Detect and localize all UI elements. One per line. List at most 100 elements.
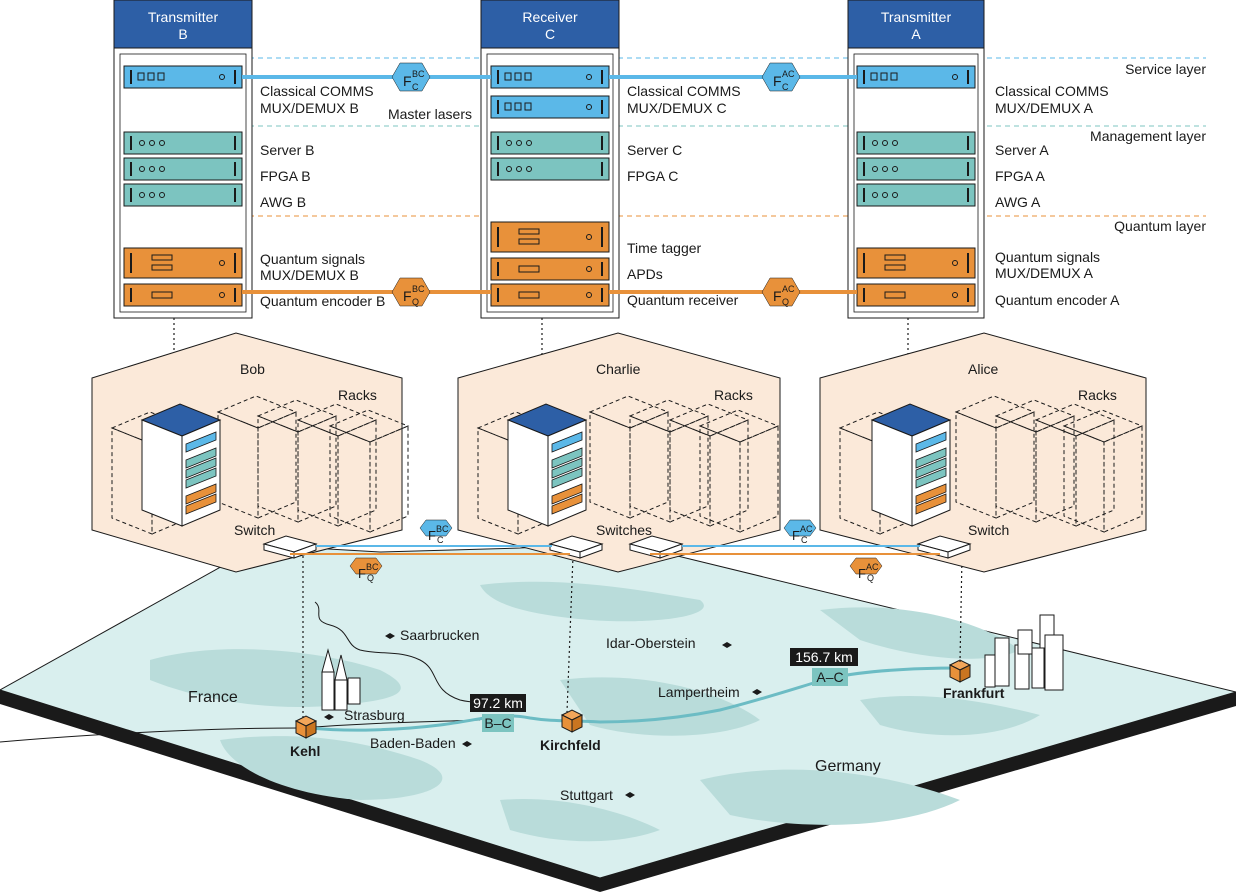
rack-b-letter: B (178, 26, 187, 42)
frankfurt-node-icon (949, 659, 971, 683)
rack-a-comms-label-1: Classical COMMS (995, 83, 1109, 99)
service-layer-label: Service layer (1125, 61, 1206, 77)
svg-text:C: C (782, 82, 789, 92)
rack-a-qsig-label-2: MUX/DEMUX A (995, 265, 1094, 281)
site-charlie: Charlie Racks Switches (457, 332, 781, 573)
svg-text:BC: BC (412, 284, 425, 294)
site-bob-switch-label: Switch (234, 522, 275, 538)
rack-a-labels: Classical COMMS MUX/DEMUX A Server A FPG… (995, 83, 1120, 308)
rack-a-fpga-label: FPGA A (995, 168, 1045, 184)
svg-text:Q: Q (367, 573, 374, 583)
svg-text:F: F (773, 73, 782, 89)
rack-transmitter-b: Transmitter B (113, 0, 253, 319)
distance-bc: 97.2 km B–C (470, 694, 526, 732)
city-markers (324, 633, 762, 798)
rack-a-qenc-label: Quantum encoder A (995, 292, 1120, 308)
svg-text:C: C (412, 82, 419, 92)
label-lampertheim: Lampertheim (658, 684, 740, 700)
site-bob: Bob Racks Switch (91, 332, 409, 573)
rack-c-qrec-label: Quantum receiver (627, 292, 739, 308)
site-alice-name: Alice (968, 361, 999, 377)
rack-b-awg-label: AWG B (260, 194, 306, 210)
rack-b-qenc-label: Quantum encoder B (260, 293, 385, 309)
svg-text:AC: AC (782, 69, 795, 79)
svg-text:C: C (801, 535, 808, 545)
rack-b-qsig-label-2: MUX/DEMUX B (260, 267, 359, 283)
kirchfeld-node-icon (561, 709, 583, 733)
rack-b-title: Transmitter (148, 9, 219, 25)
label-frankfurt: Frankfurt (943, 685, 1005, 701)
svg-text:BC: BC (366, 562, 379, 572)
map (0, 541, 1236, 892)
management-layer-label: Management layer (1090, 128, 1206, 144)
rack-c-title: Receiver (522, 9, 578, 25)
alice-rack-icon (871, 403, 951, 527)
rack-c-fpga-label: FPGA C (627, 168, 678, 184)
label-germany: Germany (815, 758, 881, 775)
rack-receiver-c: Receiver C (480, 0, 620, 319)
svg-text:F: F (403, 73, 412, 89)
svg-text:Q: Q (782, 297, 789, 307)
rack-c-comms-label-1: Classical COMMS (627, 83, 741, 99)
label-strasburg: Strasburg (344, 707, 405, 723)
bob-rack-icon (141, 403, 221, 527)
svg-text:BC: BC (412, 69, 425, 79)
distance-bc-text: 97.2 km (473, 695, 523, 711)
site-alice: Alice Racks Switch (819, 332, 1147, 573)
charlie-rack-icon (507, 403, 587, 527)
rack-a-comms-label-2: MUX/DEMUX A (995, 100, 1094, 116)
svg-text:C: C (437, 535, 444, 545)
label-baden-baden: Baden-Baden (370, 735, 456, 751)
rack-c-labels: Classical COMMS MUX/DEMUX C Master laser… (388, 83, 741, 308)
rack-c-comms-label-2: MUX/DEMUX C (627, 100, 727, 116)
label-idar-oberstein: Idar-Oberstein (606, 635, 695, 651)
layer-separators: Service layer Management layer Quantum l… (114, 57, 1206, 234)
segment-bc-label: B–C (484, 715, 511, 731)
svg-text:Q: Q (867, 573, 874, 583)
svg-text:Q: Q (412, 297, 419, 307)
distance-ac: 156.7 km A–C (790, 648, 858, 686)
label-kehl: Kehl (290, 743, 320, 759)
svg-text:F: F (773, 288, 782, 304)
rack-b-qsig-label-1: Quantum signals (260, 251, 365, 267)
rack-b-server-label: Server B (260, 142, 314, 158)
site-alice-racks-label: Racks (1078, 387, 1117, 403)
rack-b-comms-label-1: Classical COMMS (260, 83, 374, 99)
rack-b-labels: Classical COMMS MUX/DEMUX B Server B FPG… (260, 83, 385, 309)
label-france: France (188, 689, 238, 706)
rack-a-server-label: Server A (995, 142, 1049, 158)
svg-text:BC: BC (436, 524, 449, 534)
kehl-node-icon (295, 715, 317, 739)
svg-text:F: F (792, 528, 800, 543)
rack-b-fpga-label: FPGA B (260, 168, 311, 184)
segment-ac-label: A–C (816, 669, 843, 685)
site-charlie-racks-label: Racks (714, 387, 753, 403)
rack-c-time-tagger-label: Time tagger (627, 240, 702, 256)
rack-a-title: Transmitter (881, 9, 952, 25)
rack-c-master-lasers-label: Master lasers (388, 106, 472, 122)
label-saarbrucken: Saarbrucken (400, 627, 479, 643)
svg-text:F: F (403, 288, 412, 304)
site-charlie-name: Charlie (596, 361, 641, 377)
svg-text:AC: AC (800, 524, 813, 534)
rack-a-awg-label: AWG A (995, 194, 1041, 210)
rack-c-apds-label: APDs (627, 266, 663, 282)
rack-a-qsig-label-1: Quantum signals (995, 249, 1100, 265)
rack-b-comms-label-2: MUX/DEMUX B (260, 100, 359, 116)
svg-text:AC: AC (782, 284, 795, 294)
label-kirchfeld: Kirchfeld (540, 737, 601, 753)
svg-text:AC: AC (866, 562, 879, 572)
rack-c-letter: C (545, 26, 555, 42)
svg-text:F: F (858, 566, 866, 581)
frankfurt-skyline (984, 614, 1064, 691)
rack-c-server-label: Server C (627, 142, 682, 158)
label-stuttgart: Stuttgart (560, 787, 613, 803)
svg-text:F: F (428, 528, 436, 543)
strasburg-cathedral (321, 648, 361, 711)
site-bob-name: Bob (240, 361, 265, 377)
rack-transmitter-a: Transmitter A (847, 0, 985, 319)
site-alice-switch-label: Switch (968, 522, 1009, 538)
